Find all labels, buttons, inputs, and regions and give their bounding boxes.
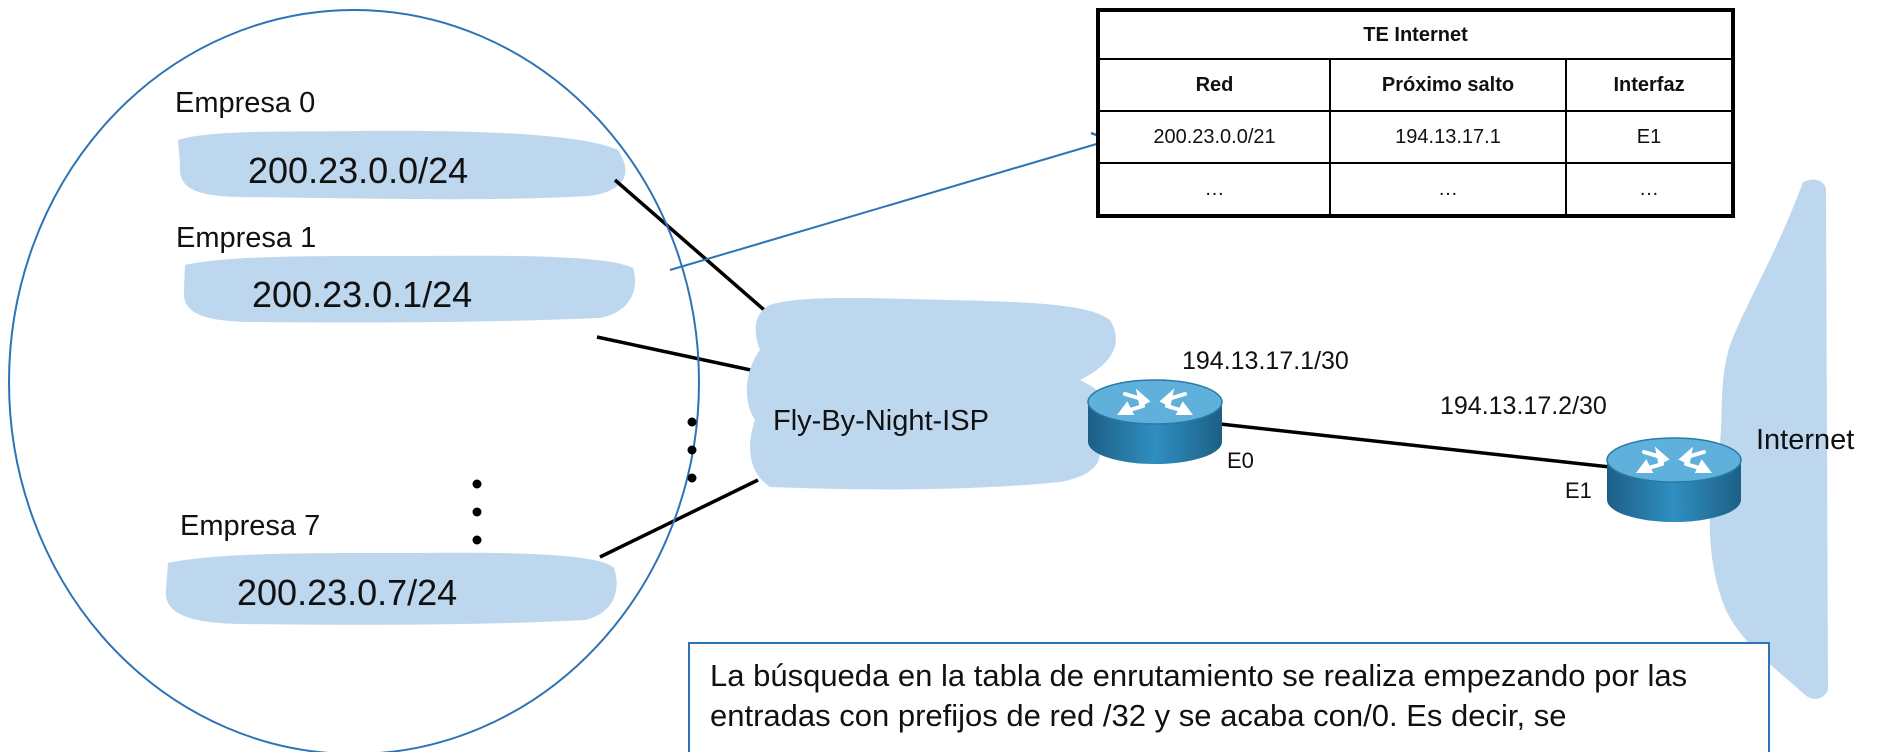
router-isp-ip: 194.13.17.1/30	[1182, 347, 1349, 375]
company-7-name: Empresa 7	[180, 510, 321, 542]
routing-table-header-row: Red Próximo salto Interfaz	[1097, 58, 1735, 112]
company-1-name: Empresa 1	[176, 222, 317, 254]
company-0-subnet: 200.23.0.0/24	[248, 150, 469, 191]
ellipsis-dot	[687, 473, 697, 483]
link-company-7-isp	[599, 478, 759, 559]
router-isp-interface: E0	[1227, 448, 1254, 473]
isp-cloud	[746, 297, 1116, 490]
cell-proximo-salto: …	[1329, 162, 1567, 217]
company-0-name: Empresa 0	[175, 87, 316, 119]
routing-table-title-row: TE Internet	[1096, 9, 1735, 60]
table-row: … … …	[1097, 162, 1735, 217]
ellipsis-dot	[687, 445, 697, 455]
internet-cloud	[1709, 179, 1828, 699]
isp-label: Fly-By-Night-ISP	[773, 405, 989, 437]
routing-table-title: TE Internet	[1096, 9, 1735, 60]
cell-interfaz: E1	[1564, 110, 1735, 164]
cell-proximo-salto: 194.13.17.1	[1329, 110, 1567, 164]
ellipsis-dot	[472, 479, 482, 489]
internet-label: Internet	[1756, 424, 1855, 456]
router-internet-interface: E1	[1565, 478, 1592, 503]
ellipsis-dot	[687, 417, 697, 427]
ellipsis-dot	[472, 507, 482, 517]
company-7-subnet-blob	[165, 552, 617, 625]
link-company-1-isp	[596, 335, 761, 374]
routing-table: TE Internet Red Próximo salto Interfaz 2…	[1096, 8, 1736, 218]
router-internet-icon	[1606, 437, 1742, 522]
company-1-subnet: 200.23.0.1/24	[252, 274, 473, 315]
route-arrow-line	[669, 139, 1111, 271]
cell-red: …	[1097, 162, 1331, 217]
header-red: Red	[1097, 58, 1331, 112]
cell-interfaz: …	[1564, 162, 1735, 217]
header-proximo-salto: Próximo salto	[1329, 58, 1567, 112]
router-internet-ip: 194.13.17.2/30	[1440, 392, 1607, 420]
router-isp-icon	[1087, 379, 1223, 464]
company-1-subnet-blob	[183, 255, 636, 323]
companies-group-circle	[8, 9, 700, 752]
link-company-0-isp	[613, 178, 772, 317]
company-7-subnet: 200.23.0.7/24	[237, 572, 458, 613]
header-interfaz: Interfaz	[1564, 58, 1735, 112]
table-row: 200.23.0.0/21 194.13.17.1 E1	[1097, 110, 1735, 164]
explanation-note: La búsqueda en la tabla de enrutamiento …	[688, 642, 1770, 752]
link-routers	[1219, 422, 1611, 469]
cell-red: 200.23.0.0/21	[1097, 110, 1331, 164]
explanation-note-text: La búsqueda en la tabla de enrutamiento …	[710, 658, 1688, 733]
ellipsis-dot	[472, 535, 482, 545]
company-0-subnet-blob	[178, 130, 626, 200]
